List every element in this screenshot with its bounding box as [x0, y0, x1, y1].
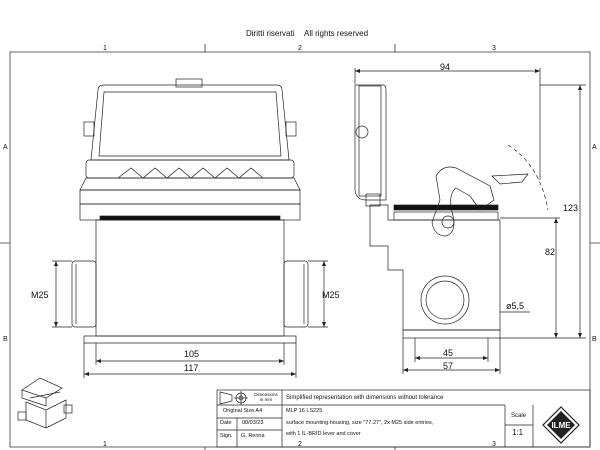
copyright-english: All rights reserved — [304, 29, 369, 38]
sign-label: Sign. — [220, 433, 233, 439]
side-view — [354, 68, 586, 374]
date-label: Date — [220, 420, 232, 426]
dimensions-unit-label: Dimensions in mm — [254, 392, 278, 402]
title-block-lines — [216, 389, 591, 448]
dim-base-outer: 57 — [443, 361, 454, 371]
dim-entry-left: M25 — [31, 290, 49, 300]
zone-label-a-left: A — [3, 144, 8, 151]
scale-label: Scale — [511, 413, 527, 419]
logo-text: ILME — [551, 421, 571, 430]
date-value: 08/03/23 — [242, 420, 264, 426]
front-view — [52, 78, 328, 378]
dim-base-inner: 45 — [443, 348, 454, 358]
dim-width-inner: 105 — [184, 349, 200, 359]
sign-value: G. Renna — [241, 433, 265, 439]
dim-entry-right: M25 — [322, 290, 340, 300]
dim-height-total: 123 — [563, 203, 579, 213]
copyright-italian: Diritti riservati — [246, 29, 295, 38]
tolerance-note: Simplified representation with dimension… — [286, 395, 444, 401]
dim-hole: ø5,5 — [506, 301, 525, 311]
zone-label-1: 1 — [103, 45, 107, 52]
original-size-label: Original Size A4 — [223, 408, 263, 414]
dim-depth-top: 94 — [440, 62, 451, 72]
dim-height-mid: 82 — [545, 247, 556, 257]
dimension-arrows — [54, 69, 582, 376]
zone-label-2-bottom: 2 — [298, 441, 302, 448]
description-line-1: surface mounting housing, size "77.27", … — [286, 420, 434, 426]
ilme-logo: ILME — [542, 406, 580, 444]
zone-label-2: 2 — [298, 45, 302, 52]
zone-label-b-right: B — [592, 336, 597, 343]
zone-label-1-bottom: 1 — [103, 441, 107, 448]
scale-value: 1:1 — [512, 428, 524, 437]
zone-label-a-right: A — [592, 144, 597, 151]
zone-label-3-bottom: 3 — [492, 441, 496, 448]
dim-width-outer: 117 — [184, 363, 199, 373]
description-line-2: with 1 IL-BRID lever and cover — [286, 431, 361, 437]
zone-label-b-left: B — [3, 336, 8, 343]
drawing-frame — [9, 51, 591, 448]
iso-thumbnail — [17, 377, 73, 429]
part-code: MLP 16 LS225 — [286, 408, 323, 414]
zone-label-3: 3 — [492, 45, 496, 52]
